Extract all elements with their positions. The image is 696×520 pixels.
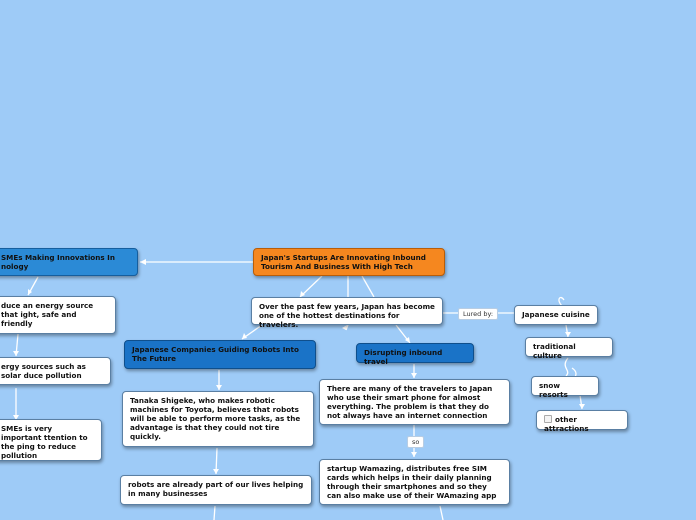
left-item-1[interactable]: duce an energy source that ight, safe an… <box>0 296 116 334</box>
note-icon <box>544 415 552 423</box>
central-topic-text: Japan's Startups Are Innovating Inbound … <box>261 253 426 271</box>
robots-item-1[interactable]: Tanaka Shigeke, who makes robotic machin… <box>122 391 314 447</box>
attraction-snow-resorts-text: snow resorts <box>539 381 568 399</box>
attraction-traditional-culture[interactable]: traditional culture <box>525 337 613 360</box>
left-item-3[interactable]: SMEs is very important ttention to the p… <box>0 419 102 461</box>
attraction-japanese-cuisine[interactable]: Japanese cuisine <box>514 305 598 325</box>
travel-item-1-text: There are many of the travelers to Japan… <box>327 384 493 420</box>
attraction-other-text: other attractions <box>544 415 589 433</box>
travel-item-2-text: startup Wamazing, distributes free SIM c… <box>327 464 497 500</box>
robots-item-2-text: robots are already part of our lives hel… <box>128 480 304 498</box>
robots-title-text: Japanese Companies Guiding Robots Into T… <box>132 345 299 363</box>
robots-item-1-text: Tanaka Shigeke, who makes robotic machin… <box>130 396 301 441</box>
left-branch-title-text: SMEs Making Innovations In nology <box>1 253 115 271</box>
attraction-other[interactable]: other attractions <box>536 410 628 433</box>
left-item-1-text: duce an energy source that ight, safe an… <box>1 301 94 328</box>
attraction-snow-resorts[interactable]: snow resorts <box>531 376 599 399</box>
attraction-traditional-culture-text: traditional culture <box>533 342 576 360</box>
robots-item-2[interactable]: robots are already part of our lives hel… <box>120 475 312 505</box>
travel-title[interactable]: Disrupting inbound travel <box>356 343 474 366</box>
robots-title[interactable]: Japanese Companies Guiding Robots Into T… <box>124 340 316 369</box>
lured-by-label: Lured by: <box>458 308 499 320</box>
left-item-2-text: ergy sources such as solar duce pollutio… <box>1 362 86 380</box>
left-branch-title[interactable]: SMEs Making Innovations In nology <box>0 248 138 276</box>
travel-item-2[interactable]: startup Wamazing, distributes free SIM c… <box>319 459 510 505</box>
left-item-3-text: SMEs is very important ttention to the p… <box>1 424 88 460</box>
attraction-japanese-cuisine-text: Japanese cuisine <box>522 310 590 319</box>
left-item-2[interactable]: ergy sources such as solar duce pollutio… <box>0 357 111 385</box>
so-label: so <box>407 436 425 448</box>
travel-title-text: Disrupting inbound travel <box>364 348 443 366</box>
intro-node[interactable]: Over the past few years, Japan has becom… <box>251 297 443 329</box>
intro-text: Over the past few years, Japan has becom… <box>259 302 435 329</box>
central-topic[interactable]: Japan's Startups Are Innovating Inbound … <box>253 248 445 276</box>
travel-item-1[interactable]: There are many of the travelers to Japan… <box>319 379 510 425</box>
